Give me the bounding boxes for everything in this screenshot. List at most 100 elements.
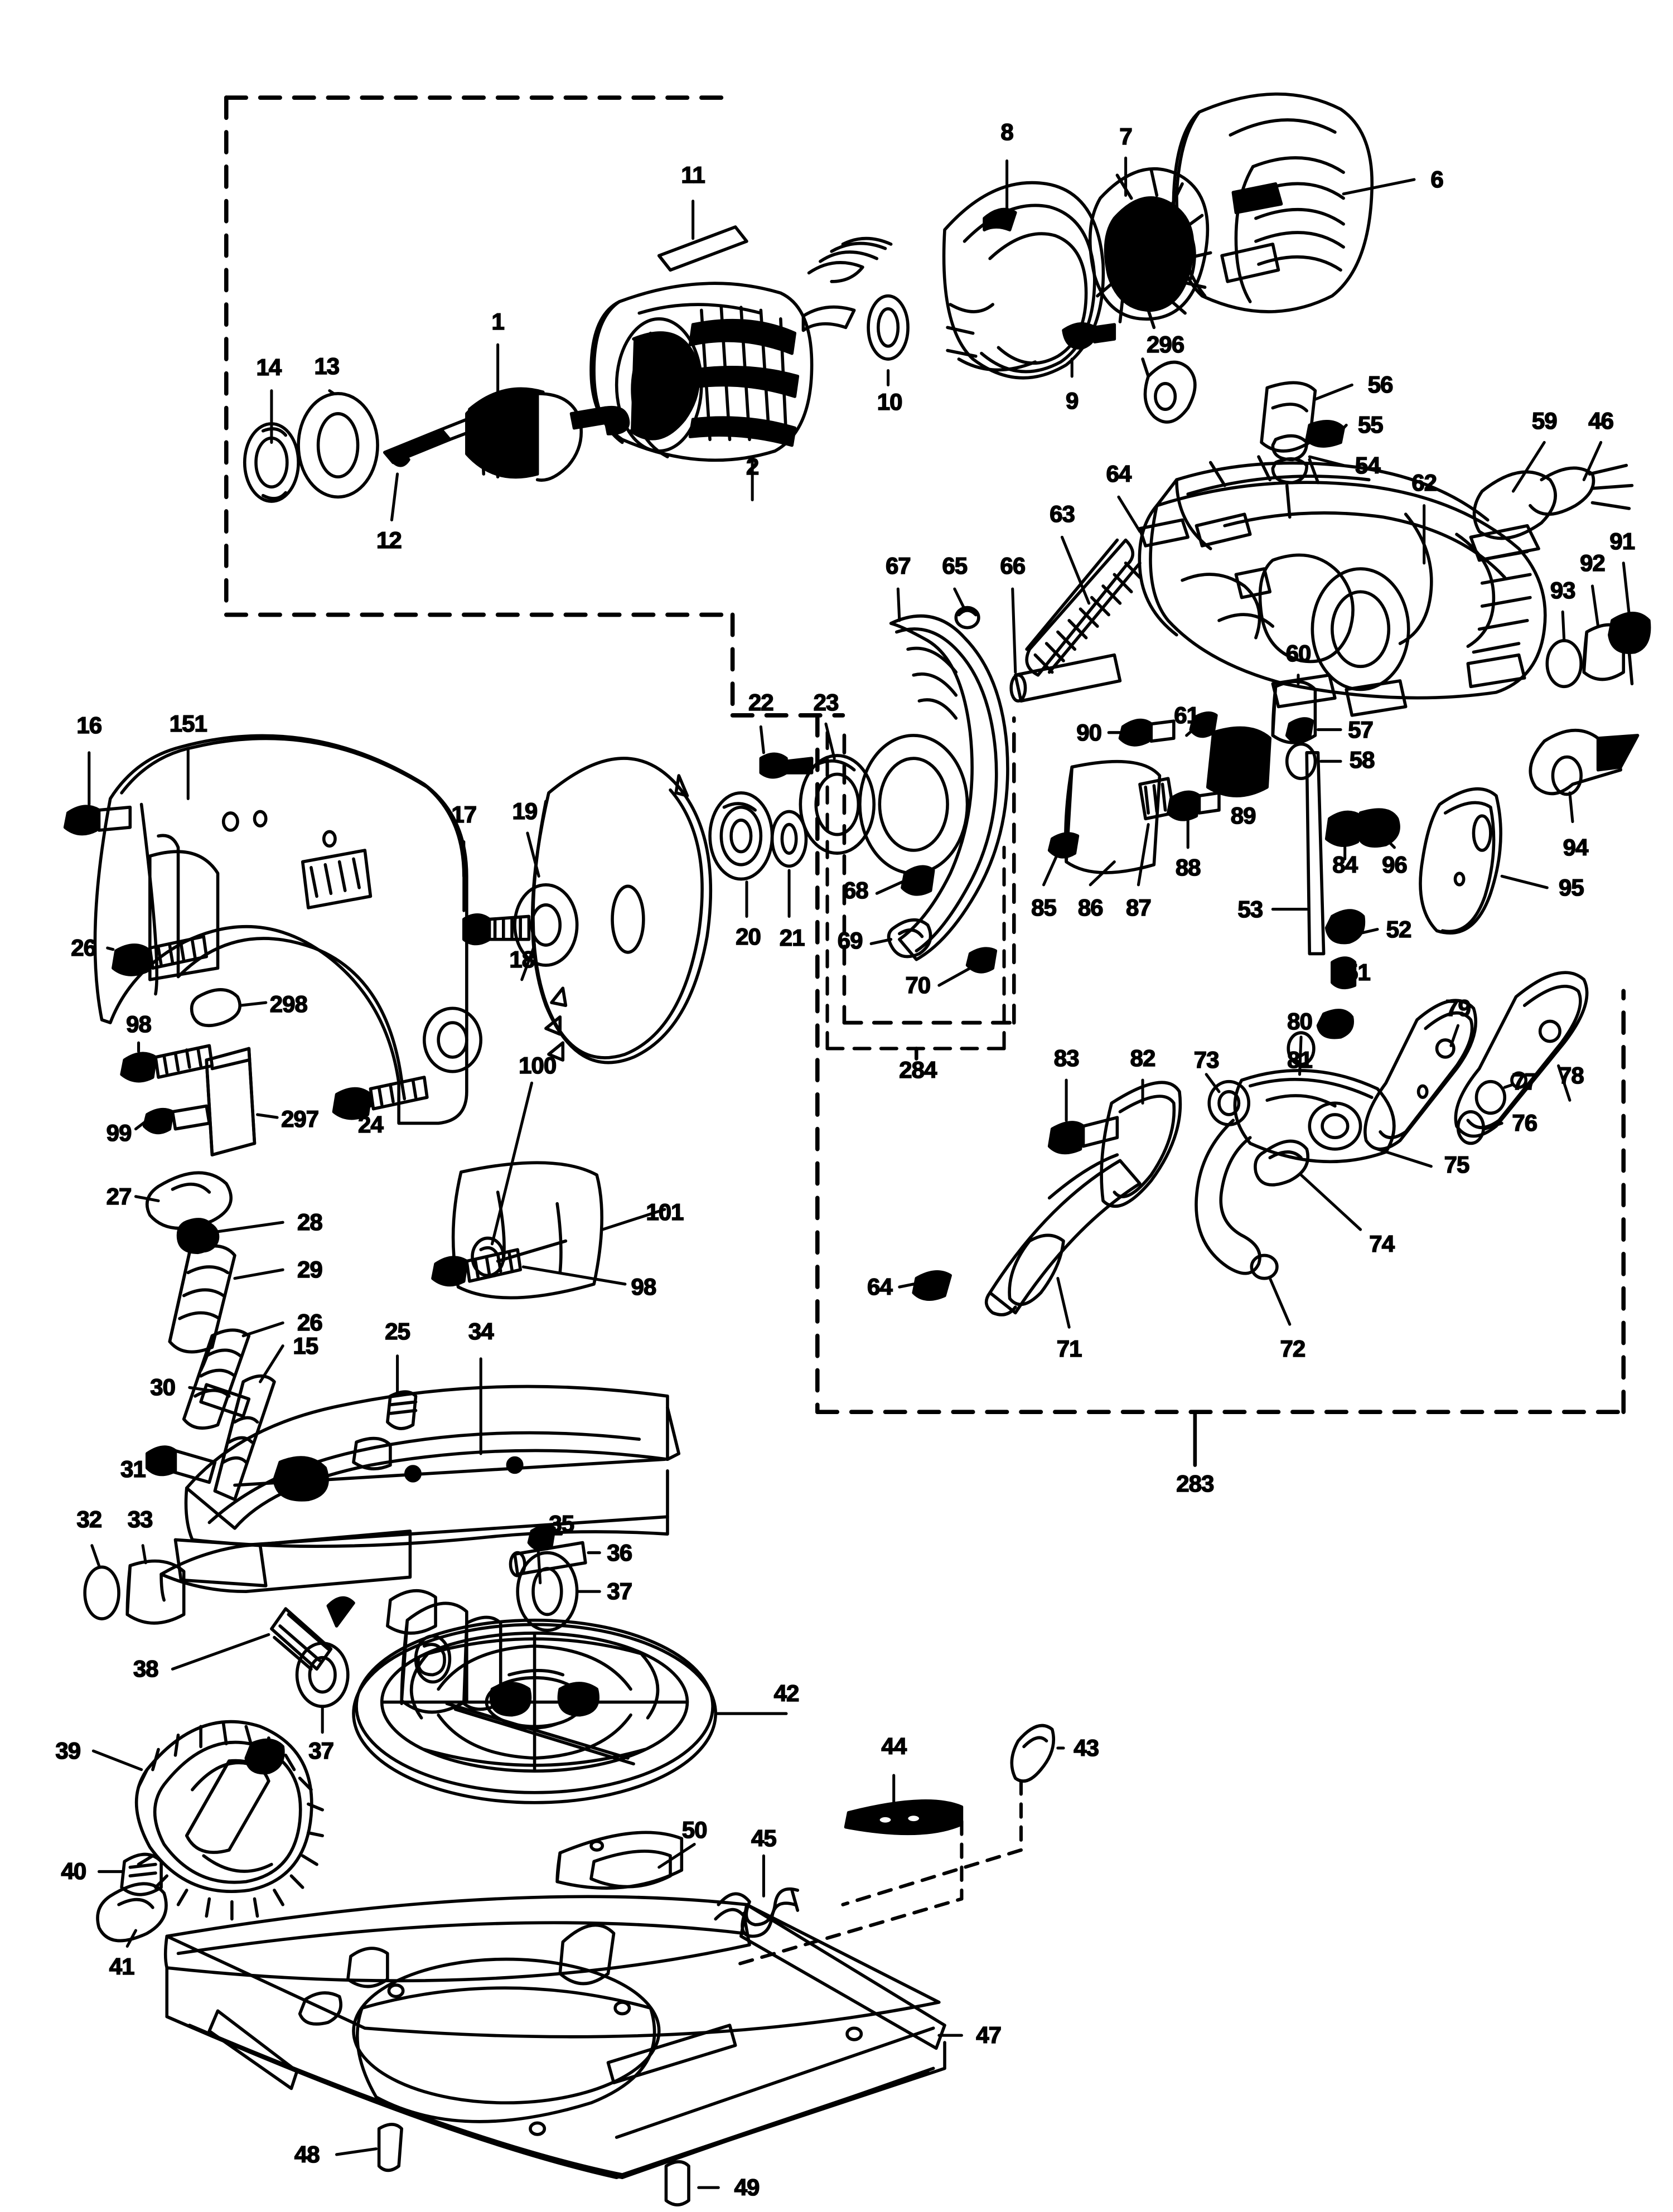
part-84-bolt: [1324, 808, 1400, 848]
callout-35: 35: [549, 1511, 575, 1537]
part-23-flange: [799, 754, 876, 855]
part-55-pin: [1305, 420, 1345, 448]
part-71-blade-arm: [984, 1153, 1142, 1316]
callout-90: 90: [1076, 719, 1103, 746]
part-98b-screw: [431, 1248, 523, 1287]
part-7-fan: [1088, 167, 1212, 330]
callout-63: 63: [1049, 501, 1075, 527]
part-65-clip: [954, 606, 980, 630]
callout-57: 57: [1347, 716, 1374, 743]
part-17-bolt: [462, 913, 531, 946]
part-91-screw: [1608, 612, 1651, 685]
callout-60: 60: [1285, 640, 1312, 667]
callout-39: 39: [55, 1737, 81, 1764]
part-151-upper-guard: [93, 734, 483, 1125]
callout-10: 10: [877, 389, 903, 415]
callout-40: 40: [61, 1858, 87, 1885]
part-89-block: [1206, 726, 1272, 797]
callout-55: 55: [1357, 412, 1384, 438]
part-74-switch-button: [1254, 1139, 1309, 1187]
part-58-washer: [1285, 742, 1317, 781]
callout-9: 9: [1065, 387, 1079, 414]
callout-80: 80: [1287, 1008, 1313, 1034]
group-box-284: [842, 716, 1016, 1025]
callout-70: 70: [905, 972, 931, 999]
part-66-pin: [1009, 653, 1122, 703]
part-70-screw: [965, 947, 998, 974]
callout-53: 53: [1237, 896, 1264, 922]
callout-64: 64: [867, 1274, 893, 1300]
part-92-nut: [1582, 623, 1626, 681]
part-48-screw: [377, 2123, 403, 2172]
callout-74: 74: [1369, 1230, 1395, 1257]
part-28-ball: [185, 1221, 220, 1253]
callout-15: 15: [293, 1332, 319, 1359]
part-49-screw: [664, 2160, 690, 2206]
part-72-wire: [1195, 1119, 1279, 1280]
callout-27: 27: [106, 1183, 132, 1209]
callout-51: 51: [1345, 959, 1371, 985]
part-63-spring: [1025, 538, 1142, 677]
callout-23: 23: [813, 689, 839, 715]
part-32-washer: [83, 1565, 120, 1620]
callout-7: 7: [1119, 123, 1133, 149]
callout-38: 38: [133, 1656, 159, 1682]
callout-58: 58: [1349, 746, 1375, 773]
callout-16: 16: [76, 711, 103, 738]
callout-81: 81: [1287, 1047, 1313, 1073]
callout-22: 22: [748, 689, 774, 715]
part-83-screw: [1047, 1116, 1119, 1155]
callout-86: 86: [1077, 894, 1104, 921]
part-296-cap: [1141, 357, 1197, 424]
callout-77: 77: [1512, 1068, 1538, 1095]
part-11-brush-plate: [657, 225, 748, 272]
part-25-screw: [386, 1390, 418, 1430]
callout-79: 79: [1445, 995, 1471, 1022]
part-60-bushing: [1271, 680, 1317, 744]
callout-32: 32: [76, 1506, 103, 1533]
callout-25: 25: [384, 1318, 410, 1344]
part-59-cord-strain-relief: [1472, 463, 1634, 540]
part-64-pin: [1138, 518, 1190, 548]
callout-31: 31: [120, 1456, 146, 1483]
part-24-screw: [332, 1076, 429, 1120]
part-35-bolt: [527, 1524, 556, 1551]
callout-61: 61: [1173, 701, 1200, 728]
part-41-bearing: [96, 1882, 168, 1943]
part-95-bracket: [1419, 787, 1502, 935]
callout-47: 47: [975, 2022, 1002, 2049]
callout-42: 42: [773, 1680, 800, 1707]
callout-46: 46: [1588, 407, 1614, 434]
part-30-pin: [199, 1383, 251, 1418]
callout-48: 48: [294, 2141, 320, 2167]
callout-29: 29: [297, 1256, 323, 1283]
part-22-bolt: [759, 752, 814, 779]
part-39-bevel-gear: [134, 1720, 324, 1921]
callout-89: 89: [1230, 802, 1256, 829]
part-33-bushing: [125, 1559, 186, 1625]
callout-96: 96: [1381, 851, 1408, 878]
part-54-screw: [1271, 434, 1308, 519]
part-2-field: [589, 236, 893, 462]
callout-298: 298: [269, 990, 308, 1017]
callout-37: 37: [308, 1737, 334, 1764]
part-98-screw: [120, 1044, 214, 1083]
callout-21: 21: [779, 925, 805, 951]
callout-1: 1: [491, 308, 505, 335]
part-99-screw: [142, 1104, 211, 1135]
part-33-shaft: [159, 1529, 412, 1602]
callout-30: 30: [149, 1374, 176, 1401]
callout-73: 73: [1193, 1047, 1220, 1073]
callout-65: 65: [942, 552, 968, 579]
callout-297: 297: [281, 1105, 320, 1132]
part-64b-pin: [912, 1270, 952, 1301]
callout-98: 98: [631, 1274, 657, 1300]
part-15-lever-rod: [213, 1374, 276, 1502]
callout-2: 2: [746, 453, 760, 480]
callout-43: 43: [1073, 1734, 1099, 1761]
part-9-screw: [1062, 322, 1116, 350]
callout-85: 85: [1031, 894, 1057, 921]
part-31-bolt: [145, 1445, 217, 1484]
part-45-spring-clip: [714, 1887, 800, 1938]
